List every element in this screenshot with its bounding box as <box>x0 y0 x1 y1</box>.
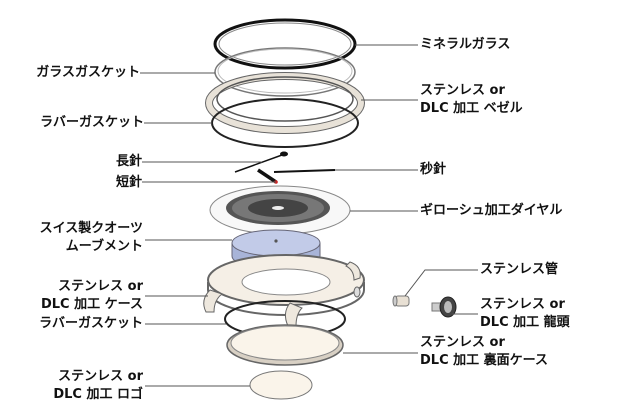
label-line: ステンレス or <box>58 369 143 384</box>
label-line: DLC 加工 ベゼル <box>420 101 523 116</box>
label-logo: ステンレス or DLC 加工 ロゴ <box>53 368 143 404</box>
label-line: 長針 <box>115 154 142 169</box>
label-line: ステンレス or <box>58 279 143 294</box>
label-case: ステンレス or DLC 加工 ケース <box>41 278 143 314</box>
label-line: DLC 加工 ロゴ <box>53 387 143 402</box>
label-mineral-glass: ミネラルガラス <box>420 36 510 54</box>
label-line: ギローシュ加工ダイヤル <box>420 203 563 218</box>
label-line: ステンレス or <box>420 83 505 98</box>
label-line: ミネラルガラス <box>420 37 511 52</box>
leader-lines <box>140 44 478 387</box>
case-part <box>203 254 365 327</box>
label-line: ラバーガスケット <box>39 316 143 331</box>
label-glass-gasket: ガラスガスケット <box>36 64 140 82</box>
label-line: ステンレス or <box>420 335 505 350</box>
crown-part <box>431 296 457 318</box>
label-rubber-gasket-top: ラバーガスケット <box>40 114 144 132</box>
label-minute-hand: 長針 <box>116 153 142 171</box>
label-second-hand: 秒針 <box>420 161 446 179</box>
label-dial: ギローシュ加工ダイヤル <box>420 202 562 220</box>
label-line: 秒針 <box>420 162 447 177</box>
label-line: DLC 加工 ケース <box>40 297 143 312</box>
label-tube: ステンレス管 <box>480 261 558 279</box>
hands-part <box>234 151 336 184</box>
label-caseback: ステンレス or DLC 加工 裏面ケース <box>420 334 548 370</box>
label-line: ムーブメント <box>65 239 143 254</box>
label-crown: ステンレス or DLC 加工 龍頭 <box>480 296 570 332</box>
label-line: ステンレス or <box>480 297 565 312</box>
label-rubber-gasket-bottom: ラバーガスケット <box>39 315 143 333</box>
logo-part <box>249 370 313 400</box>
mineral-glass-part <box>213 18 357 70</box>
label-line: 短針 <box>115 175 142 190</box>
glass-gasket-part <box>214 47 356 97</box>
label-line: DLC 加工 裏面ケース <box>420 353 549 368</box>
dial-part <box>209 185 351 235</box>
label-line: ラバーガスケット <box>40 115 144 130</box>
label-line: スイス製クオーツ <box>39 221 143 236</box>
label-line: ステンレス管 <box>480 262 559 277</box>
label-bezel: ステンレス or DLC 加工 ベゼル <box>420 82 523 118</box>
label-line: DLC 加工 龍頭 <box>480 315 570 330</box>
label-hour-hand: 短針 <box>116 174 142 192</box>
tube-part <box>392 295 410 307</box>
label-line: ガラスガスケット <box>36 65 140 80</box>
bezel-part <box>205 72 365 134</box>
label-movement: スイス製クオーツムーブメント <box>40 220 143 256</box>
caseback-part <box>226 324 344 366</box>
